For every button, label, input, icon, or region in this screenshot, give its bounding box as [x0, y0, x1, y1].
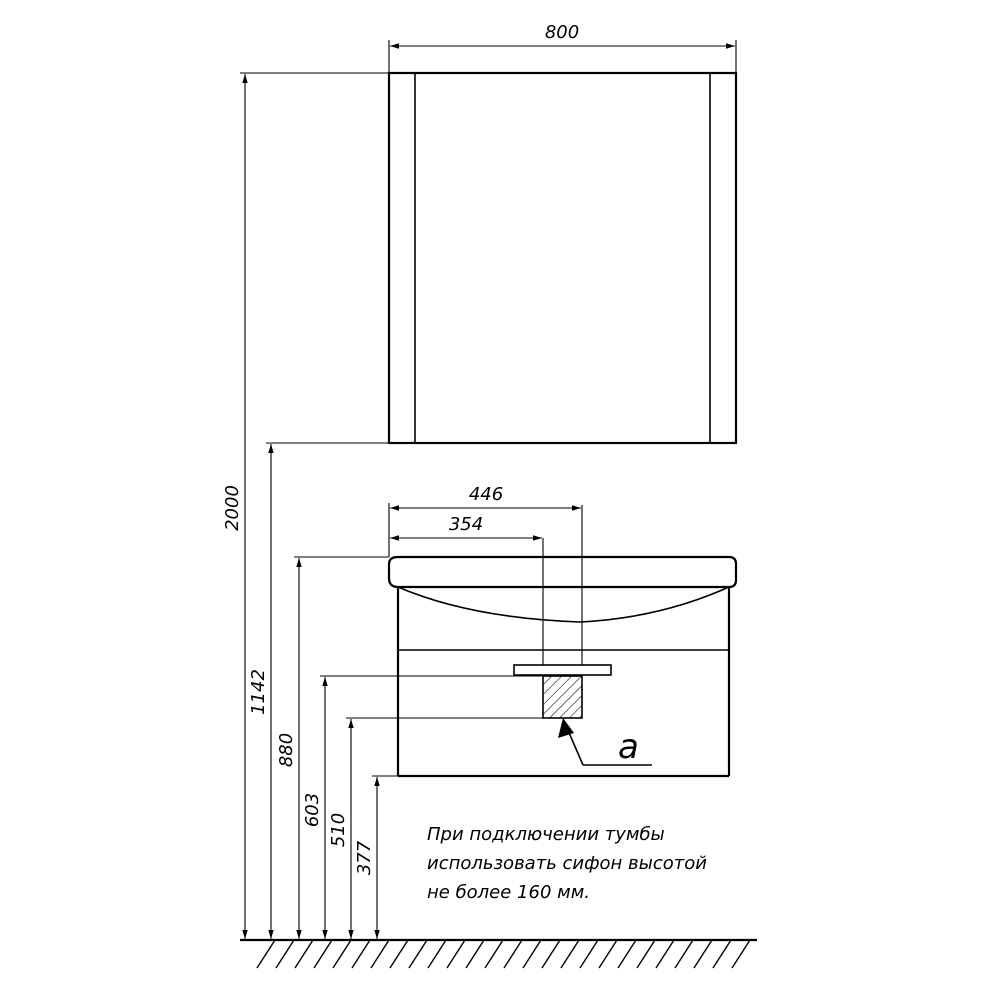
dim-880: 880: [276, 556, 389, 939]
floor-hatch-tick: [275, 939, 295, 969]
dim-1142: 1142: [248, 442, 389, 939]
dim-1142-text: 1142: [248, 669, 269, 715]
floor-hatch-tick: [712, 939, 732, 969]
floor-hatch-tick: [332, 939, 352, 969]
floor-hatch-tick: [408, 939, 428, 969]
vanity-cabinet: [387, 505, 738, 778]
floor-hatch-tick: [427, 939, 447, 969]
dim-354-text: 354: [449, 514, 483, 535]
floor-hatch-tick: [636, 939, 656, 969]
dim-603-text: 603: [302, 793, 323, 827]
callout-a: a: [558, 718, 652, 767]
floor: [240, 938, 757, 969]
installation-note: При подключении тумбы использовать сифон…: [427, 824, 707, 903]
dim-2000: 2000: [222, 72, 389, 939]
note-line-3: не более 160 мм.: [427, 882, 590, 903]
dim-800: 800: [388, 22, 737, 73]
callout-arrowhead: [558, 718, 574, 738]
floor-hatch-tick: [313, 939, 333, 969]
floor-hatch-tick: [655, 939, 675, 969]
dim-446: 446: [388, 484, 581, 557]
dim-800-text: 800: [545, 22, 579, 43]
dim-377: 377: [354, 775, 398, 939]
basin-top: [387, 555, 738, 589]
floor-hatch-tick: [484, 939, 504, 969]
callout-label: a: [618, 727, 639, 767]
dim-377-text: 377: [354, 840, 375, 875]
floor-hatch-tick: [598, 939, 618, 969]
floor-hatch-tick: [446, 939, 466, 969]
dim-2000-text: 2000: [222, 485, 243, 531]
siphon-zone-hatched: [542, 675, 583, 719]
floor-hatch-tick: [256, 939, 276, 969]
floor-hatch-tick: [693, 939, 713, 969]
floor-hatch-tick: [617, 939, 637, 969]
note-line-1: При подключении тумбы: [427, 824, 665, 845]
dim-603: 603: [302, 675, 543, 939]
mirror-outer-frame: [387, 71, 738, 445]
dim-880-text: 880: [276, 733, 297, 767]
floor-hatch-tick: [465, 939, 485, 969]
floor-hatch-tick: [541, 939, 561, 969]
floor-hatch-tick: [560, 939, 580, 969]
floor-hatch-tick: [579, 939, 599, 969]
floor-hatch-tick: [389, 939, 409, 969]
floor-hatching: [256, 939, 751, 969]
floor-hatch-tick: [522, 939, 542, 969]
floor-hatch-tick: [503, 939, 523, 969]
floor-hatch-tick: [674, 939, 694, 969]
dim-510: 510: [328, 717, 543, 939]
dim-446-text: 446: [469, 484, 503, 505]
basin-bowl-curve: [397, 586, 730, 623]
siphon-plate: [513, 664, 612, 676]
floor-hatch-tick: [294, 939, 314, 969]
dim-354: 354: [390, 514, 542, 541]
floor-hatch-tick: [370, 939, 390, 969]
floor-hatch-tick: [731, 939, 751, 969]
note-line-2: использовать сифон высотой: [427, 853, 707, 874]
dim-510-text: 510: [328, 813, 349, 847]
mirror: [387, 71, 738, 445]
floor-hatch-tick: [351, 939, 371, 969]
